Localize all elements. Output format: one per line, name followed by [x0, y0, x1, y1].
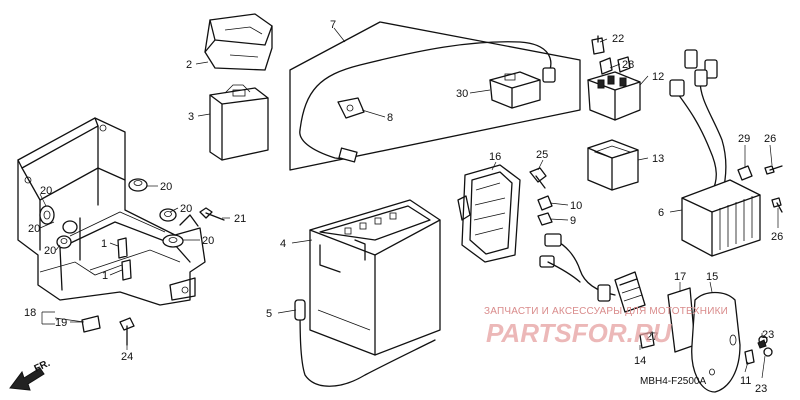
callout-20e: 20 — [28, 223, 40, 235]
callout-9: 9 — [570, 215, 576, 227]
callout-17: 17 — [674, 271, 686, 283]
callout-20b: 20 — [180, 203, 192, 215]
parts-11-23-fasteners — [744, 335, 773, 365]
callout-25: 25 — [536, 149, 548, 161]
callout-26b: 26 — [771, 231, 783, 243]
callout-6: 6 — [658, 207, 664, 219]
part-12-starter-relay — [587, 35, 641, 121]
part-2-cover — [204, 13, 273, 71]
callout-4: 4 — [280, 238, 286, 250]
callout-19: 19 — [55, 317, 67, 329]
battery-tray-bracket — [17, 117, 225, 306]
callout-1a: 1 — [101, 238, 107, 250]
part-15-side-cover — [691, 291, 741, 393]
parts-19-24-fasteners — [81, 315, 135, 346]
part-7-cable-assembly — [289, 21, 581, 171]
callout-8: 8 — [387, 112, 393, 124]
callout-20f: 20 — [44, 245, 56, 257]
watermark-logo: PARTSFOR.RU — [486, 318, 673, 348]
callout-1b: 1 — [102, 270, 108, 282]
part-3-control-unit — [209, 84, 269, 161]
front-direction-label: FR. — [33, 358, 52, 375]
callout-16: 16 — [489, 151, 501, 163]
watermark-tagline: ЗАПЧАСТИ И АКСЕССУАРЫ ДЛЯ МОТОТЕХНИКИ — [484, 306, 728, 317]
callout-2: 2 — [186, 59, 192, 71]
part-16-fuse-box — [457, 164, 521, 263]
callout-3: 3 — [188, 111, 194, 123]
callout-18: 18 — [24, 307, 36, 319]
callout-11: 11 — [740, 375, 751, 387]
callout-10: 10 — [570, 200, 582, 212]
callout-5: 5 — [266, 308, 272, 320]
parts-29-26-fasteners — [737, 165, 783, 213]
part-13-relay-cover — [587, 139, 639, 191]
watermark: ЗАПЧАСТИ И АКСЕССУАРЫ ДЛЯ МОТОТЕХНИКИ PA… — [484, 306, 728, 348]
callout-20d: 20 — [40, 185, 52, 197]
callout-24: 24 — [121, 351, 133, 363]
callout-23b: 23 — [755, 383, 767, 395]
callout-21: 21 — [234, 213, 246, 225]
callout-29: 29 — [738, 133, 750, 145]
callout-14: 14 — [634, 355, 646, 367]
callout-15: 15 — [706, 271, 718, 283]
callout-26a: 26 — [764, 133, 776, 145]
callout-13: 13 — [652, 153, 664, 165]
callout-12: 12 — [652, 71, 664, 83]
callout-30: 30 — [456, 88, 468, 100]
drawing-code: MBH4-F2500A — [640, 376, 706, 387]
callout-22: 22 — [612, 33, 624, 45]
front-direction-arrow: FR. — [9, 358, 52, 391]
leader-lines — [39, 27, 779, 379]
callout-23a: 23 — [762, 329, 774, 341]
callout-7: 7 — [330, 19, 336, 31]
callout-20c: 20 — [202, 235, 214, 247]
part-4-battery — [309, 199, 441, 356]
callout-labels: 2 3 7 8 30 22 28 12 13 6 29 26 26 16 25 … — [24, 19, 783, 395]
callout-20a: 20 — [160, 181, 172, 193]
callout-28: 28 — [622, 59, 634, 71]
callout-27: 27 — [646, 331, 658, 343]
parts-25-10-9-fasteners — [529, 167, 553, 226]
part-6-regulator-rectifier — [669, 49, 761, 257]
